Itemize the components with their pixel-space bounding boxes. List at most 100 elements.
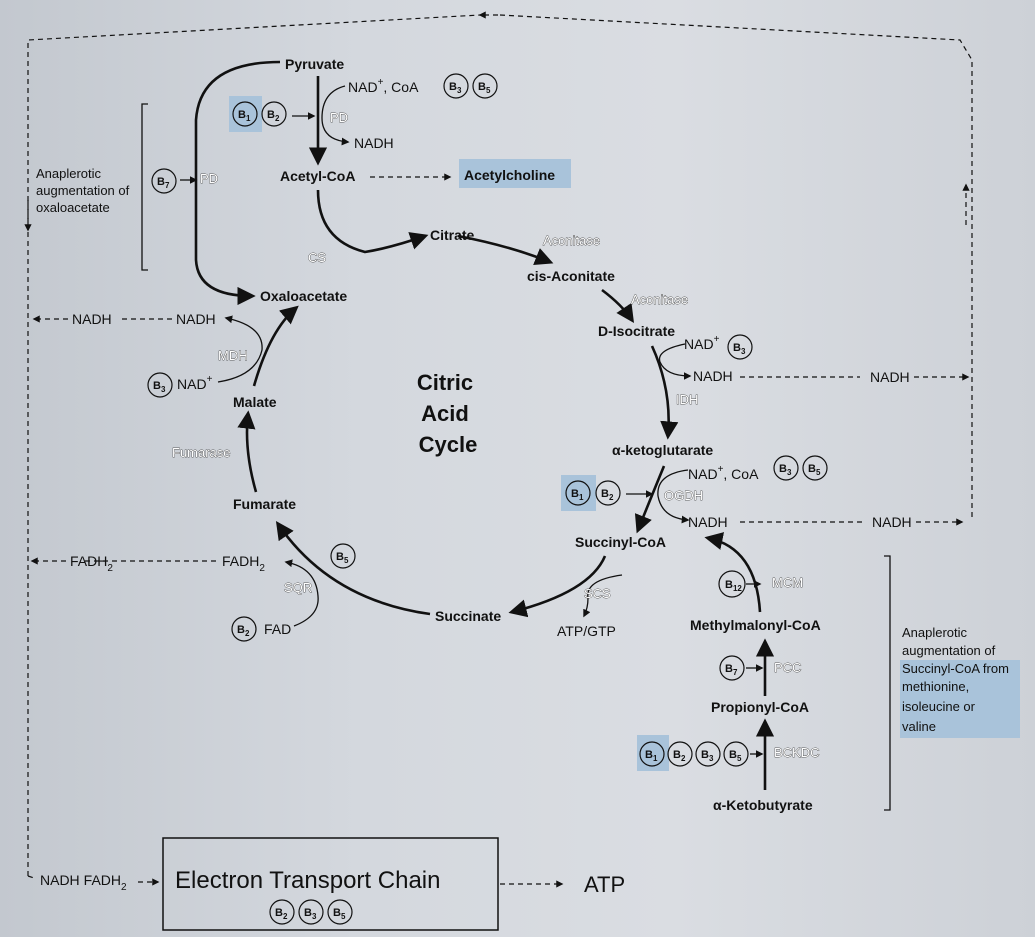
label-cis-aconitate: cis-Aconitate xyxy=(527,268,615,284)
enzyme-pd: PD xyxy=(330,110,348,125)
enzyme-scs: SCS xyxy=(584,586,611,601)
arrow-succinylcoa-succinate xyxy=(508,555,607,618)
dash-etc-in xyxy=(27,875,35,879)
label-succinyl-coa: Succinyl-CoA xyxy=(575,534,666,550)
vitamin-b7-icon: B7 xyxy=(151,168,177,194)
svg-text:B3: B3 xyxy=(701,749,714,763)
label-methylmalonyl-coa: Methylmalonyl-CoA xyxy=(690,617,821,633)
vitamin-b1-icon: B1 xyxy=(639,741,665,767)
svg-text:B1: B1 xyxy=(645,749,658,763)
svg-text:B5: B5 xyxy=(333,907,346,921)
vitamin-b5-icon: B5 xyxy=(330,543,356,569)
label-nadh-ogdh-right: NADH xyxy=(872,514,912,530)
svg-text:B3: B3 xyxy=(449,81,462,95)
arrow-nad-nadh-mdh xyxy=(217,315,263,383)
arrow-nad-nadh-pd xyxy=(321,85,350,146)
enzyme-aconitase-2: Aconitase xyxy=(631,292,688,307)
enzyme-sqr: SQR xyxy=(284,580,312,595)
vitamin-b2-icon: B2 xyxy=(269,899,295,925)
label-nadh-idh: NADH xyxy=(693,368,733,384)
svg-text:B7: B7 xyxy=(157,176,170,190)
enzyme-mcm: MCM xyxy=(772,575,803,590)
svg-text:B5: B5 xyxy=(808,463,821,477)
vitamin-b12-icon: B12 xyxy=(718,570,746,598)
arrow-methylmalonyl-succinylcoa xyxy=(704,532,762,613)
outer-dashed-loop xyxy=(27,14,973,876)
label-succinate: Succinate xyxy=(435,608,501,624)
vitamin-b3-icon: B3 xyxy=(773,455,799,481)
label-fadh2: FADH2 xyxy=(222,553,265,574)
bracket-right xyxy=(884,555,891,811)
svg-text:B3: B3 xyxy=(304,907,317,921)
label-propionyl-coa: Propionyl-CoA xyxy=(711,699,809,715)
enzyme-idh: IDH xyxy=(676,392,698,407)
label-nadh-mdh: NADH xyxy=(176,311,216,327)
arrow-nad-nadh-ogdh xyxy=(657,469,690,524)
vitamin-b3-icon: B3 xyxy=(727,334,753,360)
vitamin-b5-icon: B5 xyxy=(472,73,498,99)
label-atp-gtp: ATP/GTP xyxy=(557,623,616,639)
label-citrate: Citrate xyxy=(430,227,475,243)
etc-box xyxy=(162,837,499,931)
vitamin-b5-icon: B5 xyxy=(723,741,749,767)
label-nad-top: NAD+, CoA xyxy=(348,77,419,95)
label-malate: Malate xyxy=(233,394,277,410)
label-d-isocitrate: D-Isocitrate xyxy=(598,323,675,339)
label-atp: ATP xyxy=(584,872,625,897)
vitamin-b3-icon: B3 xyxy=(443,73,469,99)
vitamin-b7-icon: B7 xyxy=(719,655,745,681)
arrow-atp-scs xyxy=(583,574,623,618)
arrow-succinate-fumarate xyxy=(275,520,431,616)
svg-text:B3: B3 xyxy=(153,380,166,394)
vitamin-b1-icon: B1 xyxy=(565,480,591,506)
arrow-nad-nadh-idh xyxy=(658,343,692,380)
svg-text:B3: B3 xyxy=(779,463,792,477)
svg-text:B5: B5 xyxy=(729,749,742,763)
label-fadh2-left: FADH2 xyxy=(70,553,113,574)
label-nad-mdh: NAD+ xyxy=(177,374,213,392)
svg-text:B2: B2 xyxy=(601,488,614,502)
vitamin-b3-icon: B3 xyxy=(298,899,324,925)
enzyme-fumarase: Fumarase xyxy=(172,445,231,460)
vitamin-b1-icon: B1 xyxy=(232,101,258,127)
enzyme-pd-left: PD xyxy=(200,171,218,186)
bracket-left xyxy=(141,103,148,271)
svg-text:B5: B5 xyxy=(336,551,349,565)
svg-text:B1: B1 xyxy=(571,488,584,502)
highlight-succinyl-note xyxy=(900,660,1020,738)
svg-text:B3: B3 xyxy=(733,342,746,356)
vitamin-b2-icon: B2 xyxy=(667,741,693,767)
label-etc: Electron Transport Chain xyxy=(175,867,440,894)
svg-text:B7: B7 xyxy=(725,663,738,677)
label-nad-ogdh: NAD+, CoA xyxy=(688,464,759,482)
arrow-cisaconitate-isocitrate xyxy=(601,288,635,324)
svg-text:B1: B1 xyxy=(238,109,251,123)
arrow-citrate-cisaconitate xyxy=(457,234,554,266)
svg-text:B2: B2 xyxy=(237,624,250,638)
center-title: Citric Acid Cycle xyxy=(417,370,479,457)
note-right: Anaplerotic augmentation of Succinyl-CoA… xyxy=(902,625,1013,734)
label-nadh-idh-right: NADH xyxy=(870,369,910,385)
vitamin-b5-icon: B5 xyxy=(802,455,828,481)
enzyme-aconitase-1: Aconitase xyxy=(543,233,600,248)
label-fumarate: Fumarate xyxy=(233,496,296,512)
label-nad-idh: NAD+ xyxy=(684,334,720,352)
vitamin-b3-icon: B3 xyxy=(695,741,721,767)
vitamin-b3-icon: B3 xyxy=(147,372,173,398)
label-nadh-mdh-left: NADH xyxy=(72,311,112,327)
svg-text:B2: B2 xyxy=(673,749,686,763)
label-fad: FAD xyxy=(264,621,291,637)
enzyme-mdh: MDH xyxy=(218,348,248,363)
enzyme-pcc: PCC xyxy=(774,660,801,675)
arrow-fumarate-malate xyxy=(237,410,258,493)
enzyme-bckdc: BCKDC xyxy=(774,745,820,760)
arrow-acetylcoa-citrate xyxy=(316,189,429,254)
label-nadh-ogdh: NADH xyxy=(688,514,728,530)
svg-text:B5: B5 xyxy=(478,81,491,95)
vitamin-b2-icon: B2 xyxy=(595,480,621,506)
enzyme-cs: CS xyxy=(308,250,326,265)
label-oxaloacetate: Oxaloacetate xyxy=(260,288,347,304)
note-left: Anaplerotic augmentation of oxaloacetate xyxy=(36,166,133,215)
